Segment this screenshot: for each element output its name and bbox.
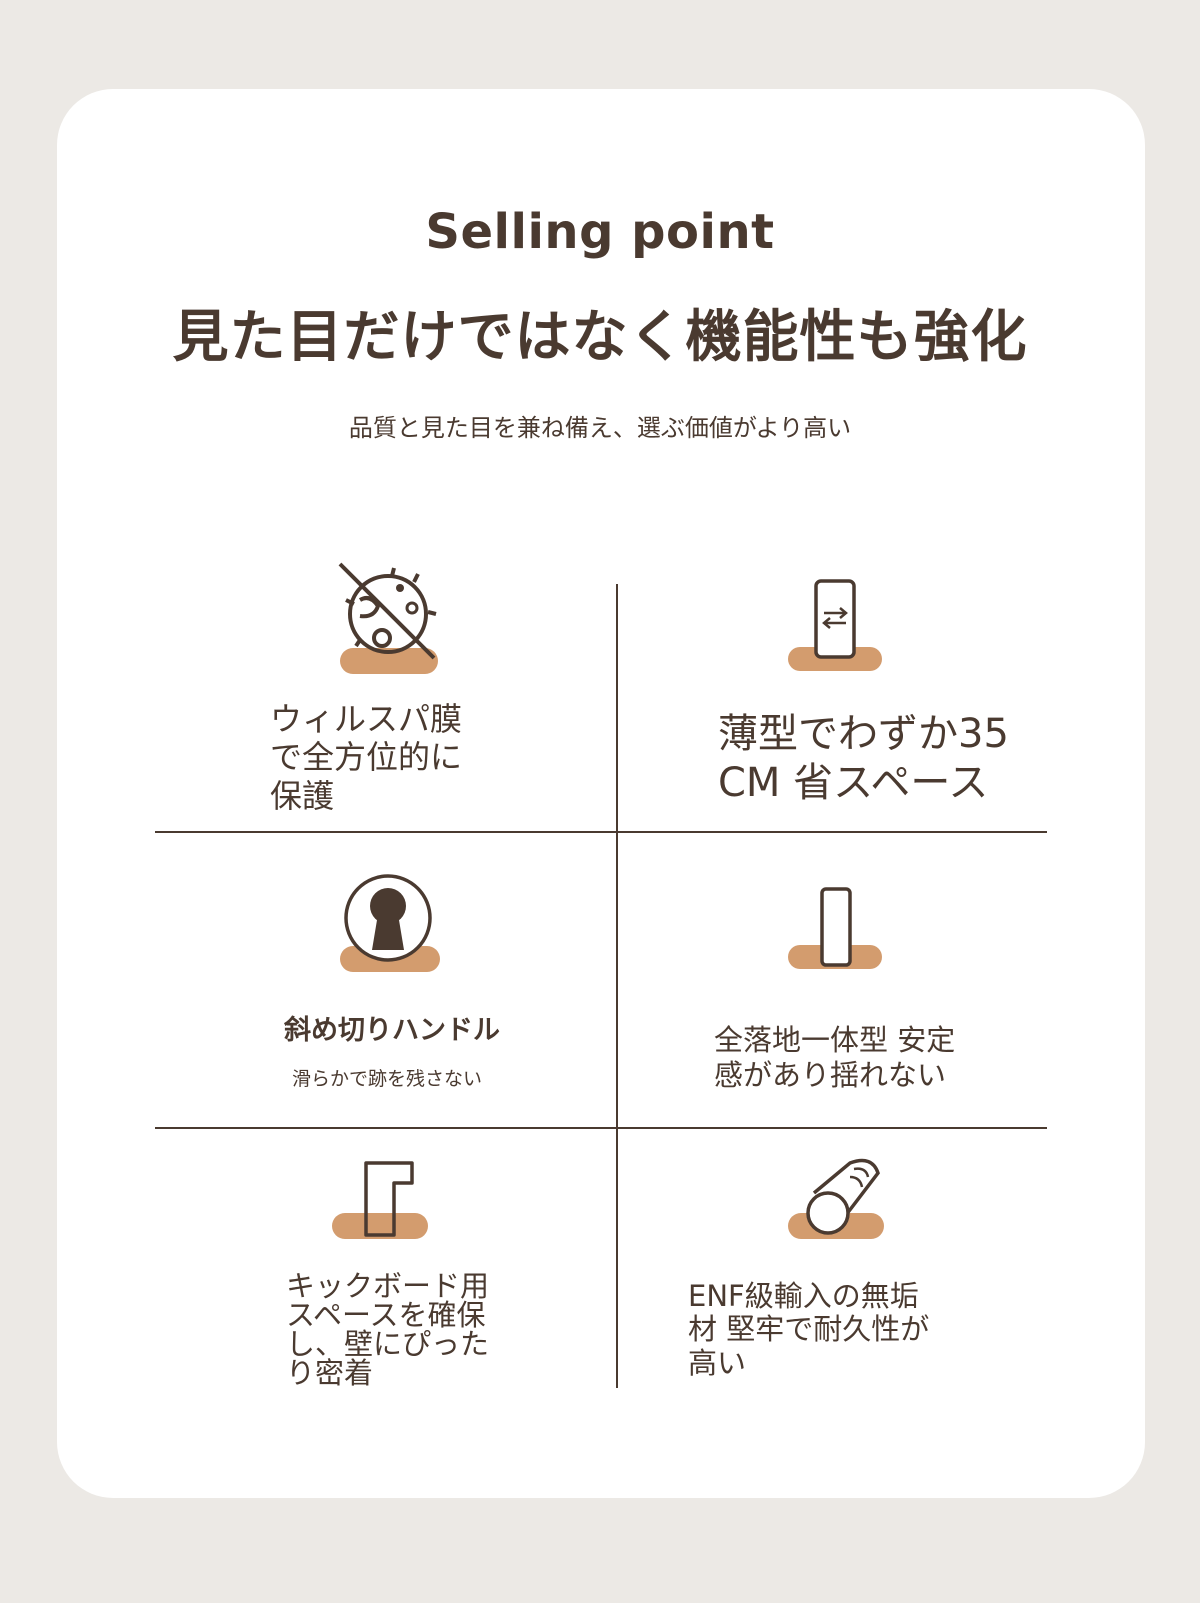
content-card <box>57 89 1145 1498</box>
wood-log-icon <box>788 1158 884 1239</box>
keyhole-handle-icon <box>340 874 440 972</box>
feature-text-4: 全落地一体型 安定 感があり揺れない <box>714 1023 956 1092</box>
feature-title-3: 斜め切りハンドル <box>284 1015 500 1046</box>
feature-text-1: ウィルスパ膜 で全方位的に 保護 <box>270 700 463 815</box>
feature-text-6: ENF級輸入の無垢 材 堅牢で耐久性が 高い <box>688 1279 930 1380</box>
headline: 見た目だけではなく機能性も強化 <box>172 305 1028 370</box>
standing-panel-icon <box>788 887 882 969</box>
grid-divider-vertical <box>616 584 618 1388</box>
kickboard-icon <box>332 1161 428 1239</box>
grid-divider-horizontal-2 <box>155 1127 1047 1129</box>
grid-divider-horizontal-1 <box>155 831 1047 833</box>
virus-blocked-icon <box>338 562 438 674</box>
feature-text-2: 薄型でわずか35 CM 省スペース <box>718 711 1009 806</box>
section-title: Selling point <box>425 204 775 260</box>
thin-swap-icon <box>788 579 882 671</box>
feature-text-5: キックボード用 スペースを確保 し、壁にぴった り密着 <box>286 1269 490 1390</box>
subline: 品質と見た目を兼ね備え、選ぶ価値がより高い <box>348 414 852 442</box>
feature-caption-3: 滑らかで跡を残さない <box>292 1068 483 1090</box>
